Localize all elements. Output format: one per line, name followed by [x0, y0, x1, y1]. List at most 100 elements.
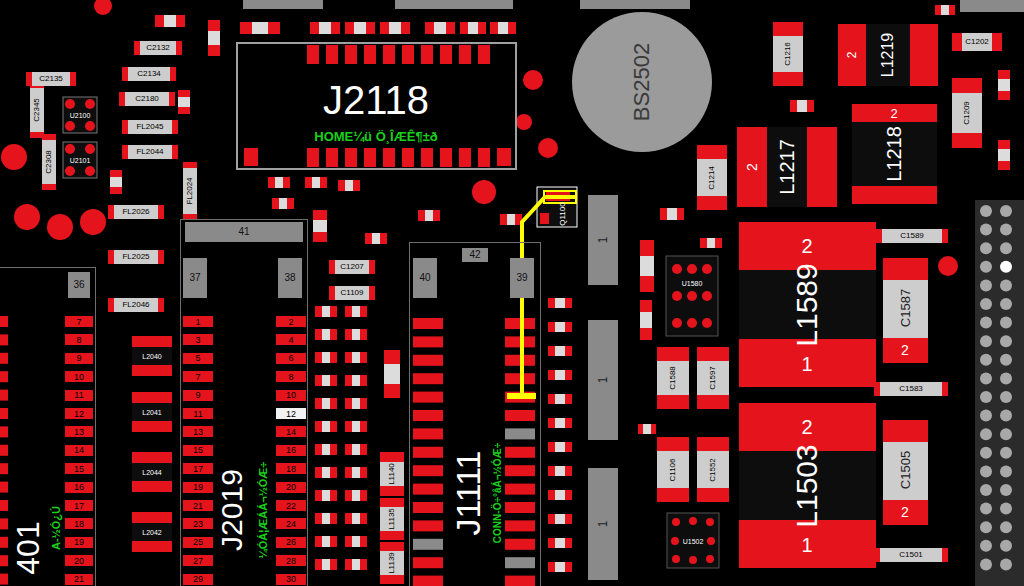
smd-part	[345, 329, 367, 340]
pin-pad: 14	[276, 426, 306, 437]
ic-body	[666, 256, 718, 336]
copper-pad	[401, 22, 410, 34]
component-label: L1135	[388, 508, 396, 530]
copper-pad	[364, 45, 376, 64]
copper-pad	[548, 298, 555, 308]
ic-footprint: U2100	[63, 97, 97, 133]
component-label: U1502	[683, 538, 704, 545]
copper-pad	[0, 316, 8, 327]
component-label: 38	[284, 273, 295, 283]
inductor-footprint: 2L1217	[737, 127, 837, 207]
copper-pad	[548, 466, 555, 476]
copper-pad	[345, 490, 352, 501]
copper-pad	[330, 513, 337, 524]
copper-pad	[345, 444, 352, 455]
copper-pad	[383, 45, 395, 64]
copper-pad	[240, 22, 252, 34]
copper-pad	[490, 22, 498, 34]
copper-pad	[268, 22, 280, 34]
copper-pad	[320, 177, 327, 188]
smd-part	[548, 322, 572, 332]
component-label: C1214	[708, 166, 716, 190]
copper-pad	[380, 486, 404, 496]
component-label: 3	[195, 335, 200, 344]
inductor-footprint: 2L15031	[739, 403, 876, 568]
test-point	[47, 214, 73, 240]
copper-pad	[272, 198, 279, 209]
test-point	[472, 180, 496, 204]
copper-pad	[565, 466, 572, 476]
component-label: 27	[193, 556, 203, 565]
component-label: C1106	[669, 458, 677, 481]
copper-pad	[360, 421, 367, 432]
copper-pad	[433, 210, 440, 221]
pin-pad: 36	[68, 272, 90, 298]
copper-pad	[697, 145, 727, 159]
copper-pad	[360, 375, 367, 386]
test-point	[1, 144, 27, 170]
connector-pin	[980, 391, 992, 403]
component-label: 21	[74, 575, 84, 584]
copper-pad	[315, 559, 322, 570]
copper-pad	[565, 418, 572, 428]
copper-pad	[313, 210, 327, 220]
smd-part	[315, 306, 337, 317]
smd-part	[548, 562, 572, 572]
pin-pad: 11	[65, 390, 93, 401]
copper-pad	[183, 214, 197, 220]
shield-pad: 1	[588, 468, 618, 580]
shield-pad: 1	[588, 195, 618, 285]
buzzer-body	[572, 12, 712, 152]
copper-pad	[360, 467, 367, 478]
smd-part	[313, 210, 327, 242]
copper-pad	[565, 490, 572, 500]
copper-pad	[773, 22, 803, 36]
part-label: FL2044	[128, 145, 172, 159]
copper-pad	[677, 208, 684, 220]
smd-part	[345, 306, 367, 317]
inductor-footprint: L2044	[132, 452, 172, 492]
inductor-footprint: L2041	[132, 392, 172, 432]
copper-pad	[505, 576, 535, 586]
pin-pad: 37	[183, 258, 207, 298]
connector-pin	[980, 465, 992, 477]
part-label: FL2046	[114, 298, 158, 312]
copper-pad	[657, 395, 689, 409]
pin-pad: 24	[276, 518, 306, 529]
pin-pad: 19	[183, 482, 213, 493]
ball-pad	[85, 166, 95, 176]
copper-pad	[178, 90, 190, 97]
copper-pad	[565, 298, 572, 308]
copper-pad	[565, 514, 572, 524]
copper-pad	[739, 222, 876, 270]
smd-part	[418, 210, 440, 221]
copper-pad	[132, 452, 172, 463]
ball-pad	[85, 99, 95, 109]
smd-part	[500, 214, 522, 225]
copper-pad	[208, 45, 220, 56]
copper-pad	[935, 5, 941, 15]
component-label: L1589	[792, 263, 822, 346]
copper-pad	[413, 373, 443, 384]
copper-pad	[807, 100, 814, 112]
smd-part	[155, 15, 185, 27]
copper-pad	[360, 444, 367, 455]
copper-pad	[307, 45, 319, 64]
net-highlight	[507, 393, 536, 399]
copper-pad	[500, 214, 507, 225]
component-label: 2	[745, 163, 759, 171]
connector-pin	[980, 558, 992, 570]
inductor-body	[852, 104, 937, 204]
smd-part	[700, 238, 722, 248]
copper-pad	[413, 410, 443, 421]
component-label: C1589	[900, 232, 924, 240]
copper-pad	[170, 67, 176, 81]
component-label: 13	[74, 427, 84, 436]
inductor-footprint: 2L1218	[852, 104, 937, 204]
connector-pin	[1000, 205, 1012, 217]
component-label: 18	[286, 464, 296, 473]
smd-part	[345, 467, 367, 478]
copper-pad	[478, 148, 490, 167]
component-label: 6	[288, 354, 293, 363]
copper-pad	[540, 213, 549, 224]
